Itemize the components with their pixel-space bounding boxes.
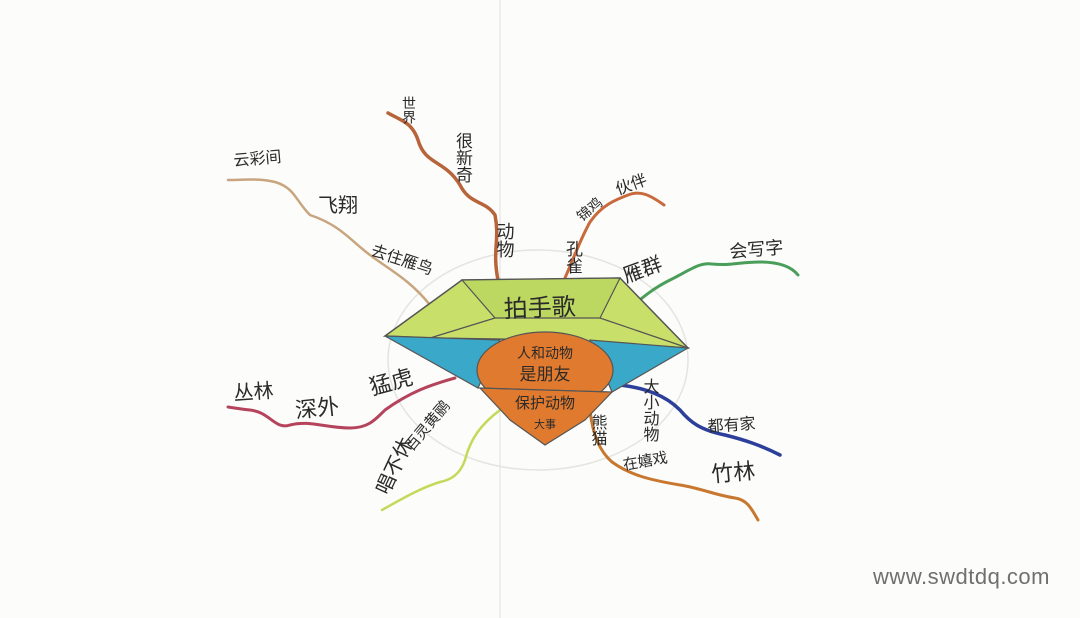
- branch-tiger-label-3: 丛林: [233, 378, 275, 405]
- branch-wild-goose-line: [226, 178, 432, 307]
- branch-tiger-label-2: 深外: [294, 395, 340, 424]
- branch-peacock-label-1: 孔雀: [562, 240, 583, 274]
- center-line1: 人和动物: [517, 346, 573, 362]
- branch-geese-flock-label-1: 雁群: [620, 251, 666, 287]
- branch-geese-flock-line: [623, 260, 800, 314]
- center-line2: 是朋友: [520, 365, 571, 385]
- center-line3: 保护动物: [515, 394, 575, 412]
- branch-oriole-line: [380, 408, 502, 512]
- branch-small-animals-label-2: 都有家: [707, 414, 756, 436]
- branch-peacock-line: [563, 191, 666, 280]
- center-line4: 大事: [534, 417, 556, 431]
- central-diamond: [382, 277, 690, 446]
- branch-peacock-label-2: 锦鸡: [574, 194, 606, 225]
- diamond-facet-line: [429, 317, 496, 339]
- branch-oriole-label-2: 唱不休: [371, 434, 418, 499]
- branch-lines: [226, 111, 800, 522]
- branch-panda-line: [588, 408, 760, 522]
- branch-panda-label-3: 竹林: [710, 459, 756, 488]
- branch-animal-world-label-2: 很新奇: [452, 132, 473, 183]
- diamond-facet-line: [599, 317, 689, 349]
- branch-small-animals-line: [618, 383, 782, 457]
- center-title: 拍手歌: [503, 293, 576, 323]
- watermark: www.swdtdq.com: [872, 564, 1050, 589]
- branch-tiger-line: [226, 376, 457, 430]
- branch-panda-label-1: 熊猫: [589, 414, 608, 446]
- guide-circle: [387, 249, 689, 471]
- branch-small-animals-label-1: 大小动物: [641, 378, 660, 443]
- branch-animal-world-label-1: 动物: [494, 222, 515, 258]
- branch-wild-goose-label-2: 飞翔: [318, 193, 358, 217]
- branch-animal-world-label-3: 世界: [400, 96, 416, 125]
- diamond-facet-line: [477, 387, 613, 393]
- branch-animal-world-line: [386, 111, 500, 282]
- branch-panda-label-2: 在嬉戏: [622, 448, 669, 474]
- branch-wild-goose-label-3: 云彩间: [233, 147, 282, 170]
- branch-geese-flock-label-2: 会写字: [729, 237, 785, 263]
- branch-wild-goose-label-1: 去住雁鸟: [369, 241, 436, 279]
